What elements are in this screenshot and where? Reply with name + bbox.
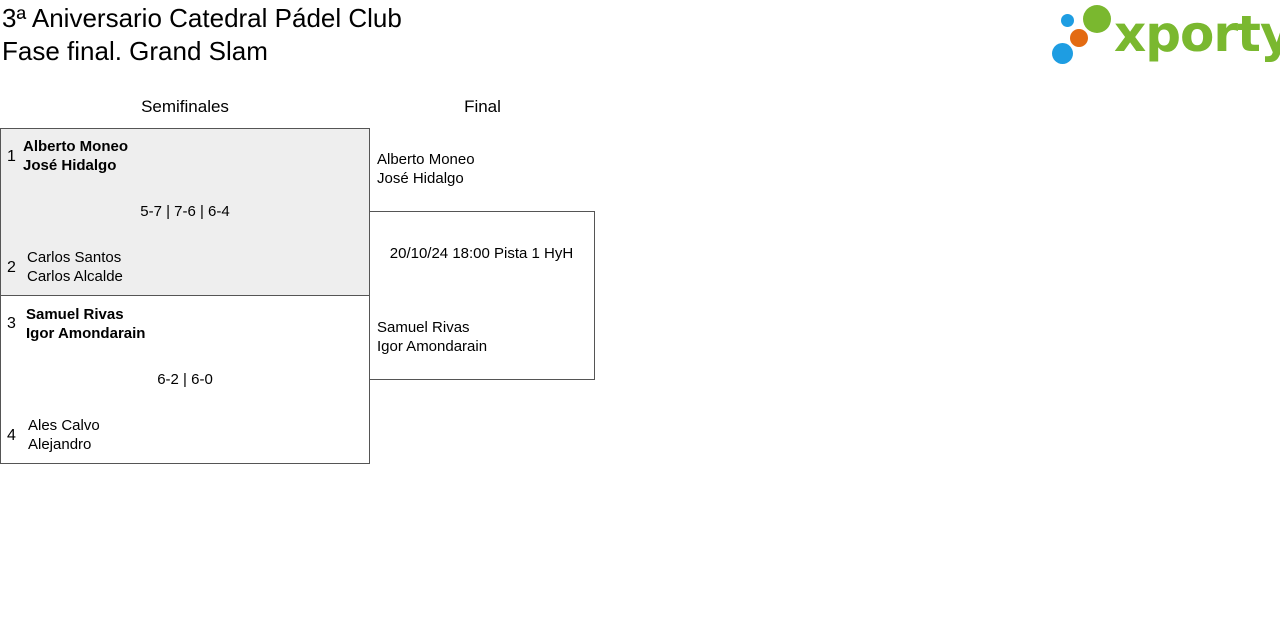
team-4: Ales Calvo Alejandro bbox=[28, 416, 100, 454]
round-label-final: Final bbox=[464, 97, 501, 116]
player-name: Alejandro bbox=[28, 436, 92, 453]
team-2: Carlos Santos Carlos Alcalde bbox=[27, 248, 123, 286]
final-team-bottom: Samuel Rivas Igor Amondarain bbox=[377, 318, 487, 356]
seed-number: 1 bbox=[7, 148, 16, 165]
semifinal-match-1[interactable] bbox=[0, 128, 370, 296]
team-3-winner: Samuel Rivas Igor Amondarain bbox=[26, 305, 145, 343]
xporty-logo[interactable]: xporty bbox=[1050, 2, 1280, 68]
player-name: José Hidalgo bbox=[23, 157, 117, 174]
match-score: 6-2 | 6-0 bbox=[157, 371, 213, 388]
logo-dot-blue-big-icon bbox=[1052, 43, 1073, 64]
final-schedule: 20/10/24 18:00 Pista 1 HyH bbox=[389, 245, 574, 262]
player-name: Ales Calvo bbox=[28, 417, 100, 434]
final-team-top: Alberto Moneo José Hidalgo bbox=[377, 150, 475, 188]
semifinal-match-2[interactable] bbox=[0, 295, 370, 464]
player-name: Carlos Alcalde bbox=[27, 268, 123, 285]
player-name: Carlos Santos bbox=[27, 249, 122, 266]
team-1-winner: Alberto Moneo José Hidalgo bbox=[23, 137, 128, 175]
seed-number: 3 bbox=[7, 315, 16, 332]
player-name: Igor Amondarain bbox=[26, 325, 146, 342]
seed-number: 4 bbox=[7, 427, 16, 444]
player-name: Alberto Moneo bbox=[23, 138, 128, 155]
logo-dot-orange-icon bbox=[1070, 29, 1088, 47]
final-match[interactable] bbox=[369, 211, 595, 380]
round-label-semifinals: Semifinales bbox=[141, 97, 229, 116]
player-name: Samuel Rivas bbox=[377, 319, 470, 336]
phase-title: Fase final. Grand Slam bbox=[2, 36, 268, 66]
match-score: 5-7 | 7-6 | 6-4 bbox=[140, 203, 230, 220]
logo-wordmark: xporty bbox=[1114, 5, 1280, 63]
tournament-title: 3ª Aniversario Catedral Pádel Club bbox=[2, 3, 402, 33]
logo-dot-green-icon bbox=[1083, 5, 1111, 33]
player-name: José Hidalgo bbox=[377, 170, 464, 187]
player-name: Igor Amondarain bbox=[377, 338, 488, 355]
player-name: Alberto Moneo bbox=[377, 151, 475, 168]
seed-number: 2 bbox=[7, 259, 16, 276]
player-name: Samuel Rivas bbox=[26, 306, 124, 323]
logo-dot-blue-small-icon bbox=[1061, 14, 1074, 27]
